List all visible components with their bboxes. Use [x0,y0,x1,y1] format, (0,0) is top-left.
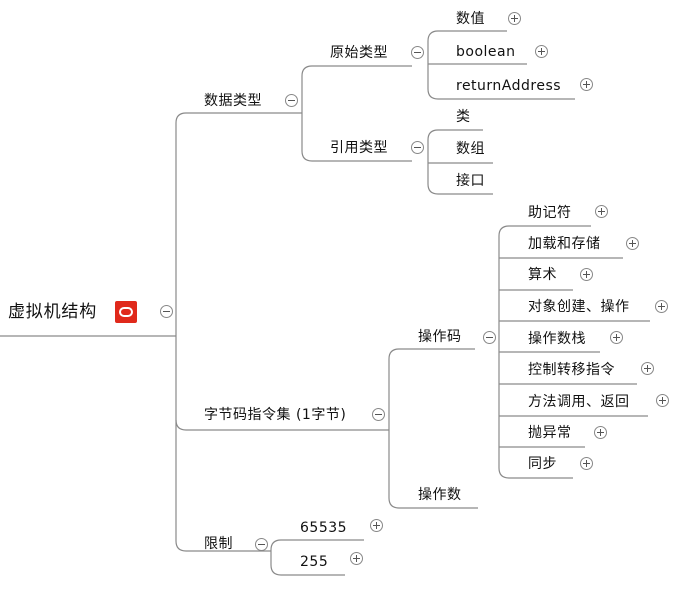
opcode-collapse-toggle[interactable] [483,331,496,344]
instruction-set-collapse-toggle[interactable] [372,408,385,421]
primitive-types-collapse-toggle[interactable] [411,46,424,59]
node-synchronize[interactable]: 同步 [528,456,557,472]
node-limit-255[interactable]: 255 [300,554,329,570]
node-primitive-types[interactable]: 原始类型 [330,45,388,61]
node-array[interactable]: 数组 [456,141,485,157]
node-control-transfer[interactable]: 控制转移指令 [528,362,615,378]
arithmetic-expand-toggle[interactable] [580,268,593,281]
node-numeric[interactable]: 数值 [456,11,485,27]
numeric-expand-toggle[interactable] [508,12,521,25]
object-ops-expand-toggle[interactable] [655,300,668,313]
operand-stack-expand-toggle[interactable] [610,331,623,344]
node-opcode[interactable]: 操作码 [418,329,462,345]
node-data-types[interactable]: 数据类型 [204,93,262,109]
root-collapse-toggle[interactable] [160,305,173,318]
data-types-collapse-toggle[interactable] [285,94,298,107]
control-transfer-expand-toggle[interactable] [641,362,654,375]
node-reference-types[interactable]: 引用类型 [330,140,388,156]
node-limits[interactable]: 限制 [204,536,233,552]
return-address-expand-toggle[interactable] [580,78,593,91]
limit-65535-expand-toggle[interactable] [370,519,383,532]
throw-exception-expand-toggle[interactable] [594,426,607,439]
node-interface[interactable]: 接口 [456,173,485,189]
reference-types-collapse-toggle[interactable] [411,141,424,154]
oracle-logo-icon [115,301,137,323]
node-throw-exception[interactable]: 抛异常 [528,425,572,441]
mnemonic-expand-toggle[interactable] [595,205,608,218]
synchronize-expand-toggle[interactable] [580,457,593,470]
node-boolean[interactable]: boolean [456,44,516,60]
node-mnemonic[interactable]: 助记符 [528,205,572,221]
node-arithmetic[interactable]: 算术 [528,267,557,283]
limit-255-expand-toggle[interactable] [350,552,363,565]
method-invoke-expand-toggle[interactable] [656,394,669,407]
node-operand[interactable]: 操作数 [418,487,462,503]
node-load-store[interactable]: 加载和存储 [528,236,601,252]
limits-collapse-toggle[interactable] [255,538,268,551]
load-store-expand-toggle[interactable] [626,237,639,250]
boolean-expand-toggle[interactable] [535,45,548,58]
node-class[interactable]: 类 [456,109,471,125]
node-method-invoke[interactable]: 方法调用、返回 [528,394,630,410]
node-instruction-set[interactable]: 字节码指令集 (1字节) [204,407,347,423]
node-return-address[interactable]: returnAddress [456,78,562,94]
root-node-label: 虚拟机结构 [8,302,97,322]
node-limit-65535[interactable]: 65535 [300,520,348,536]
node-object-ops[interactable]: 对象创建、操作 [528,299,630,315]
node-operand-stack[interactable]: 操作数栈 [528,331,586,347]
